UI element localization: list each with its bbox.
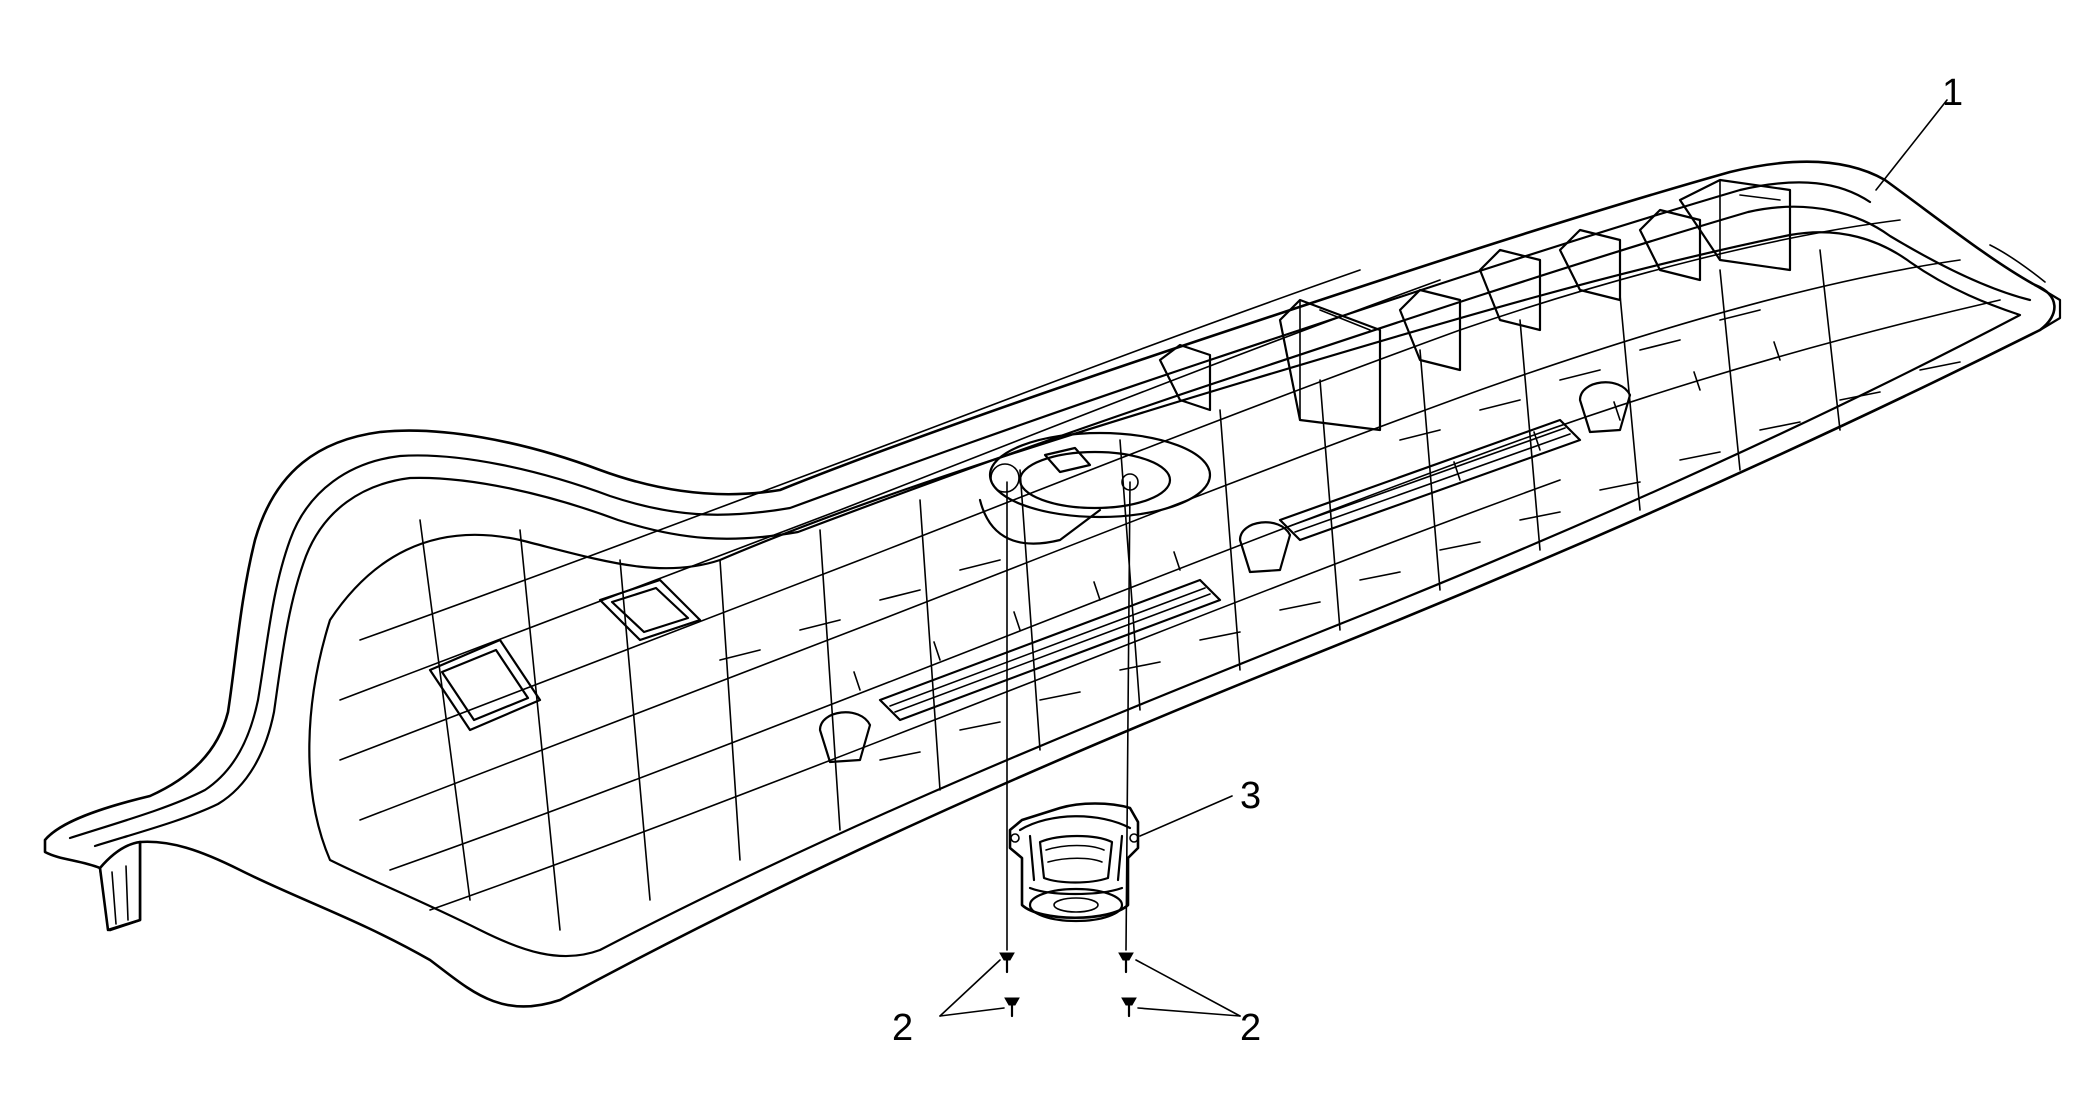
speaker <box>1008 802 1140 923</box>
callout-3: 3 <box>1240 775 1261 817</box>
shelf-pockets <box>428 418 1582 732</box>
leader-line-3 <box>1139 795 1233 837</box>
callouts: 1 3 2 2 <box>892 72 1963 1049</box>
screw-left-upper <box>999 952 1015 974</box>
callout-2-left: 2 <box>892 1007 913 1049</box>
alignment-lines <box>1006 481 1131 951</box>
callout-2-right: 2 <box>1240 1007 1261 1049</box>
screw-right-upper <box>1118 952 1134 974</box>
shelf-brackets <box>818 178 1792 764</box>
screw-right-lower <box>1121 997 1137 1018</box>
speaker-mount-recess <box>978 431 1212 545</box>
screws <box>999 952 1137 1018</box>
callout-1: 1 <box>1942 72 1963 114</box>
screw-left-lower <box>1004 997 1020 1018</box>
leader-line-2-left-a <box>939 959 1001 1017</box>
package-shelf-panel <box>43 160 2062 1008</box>
leader-line-2-right-b <box>1137 1007 1241 1017</box>
leader-line-2-left-b <box>939 1007 1005 1017</box>
leader-line-2-right-a <box>1135 959 1241 1017</box>
leader-line-1 <box>1875 99 1948 191</box>
